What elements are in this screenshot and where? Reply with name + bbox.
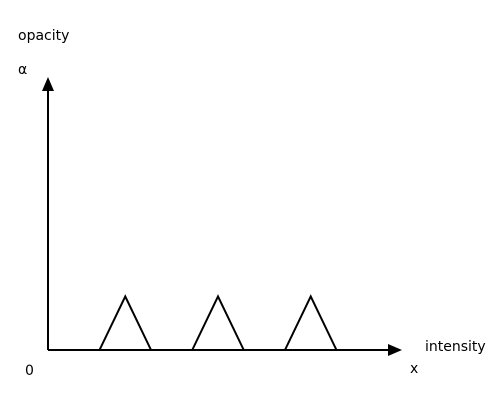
peak-2 <box>191 294 245 351</box>
origin-label: 0 <box>25 363 34 379</box>
x-axis-symbol: x <box>410 361 419 377</box>
y-axis-arrowhead <box>42 77 54 91</box>
y-axis-title: opacity <box>18 28 70 44</box>
y-axis-symbol: α <box>18 62 28 78</box>
peak-1 <box>98 294 152 351</box>
x-axis-arrowhead <box>388 344 402 356</box>
peaks-group <box>98 294 338 351</box>
x-axis-title: intensity <box>425 339 486 355</box>
peak-3 <box>284 294 338 351</box>
